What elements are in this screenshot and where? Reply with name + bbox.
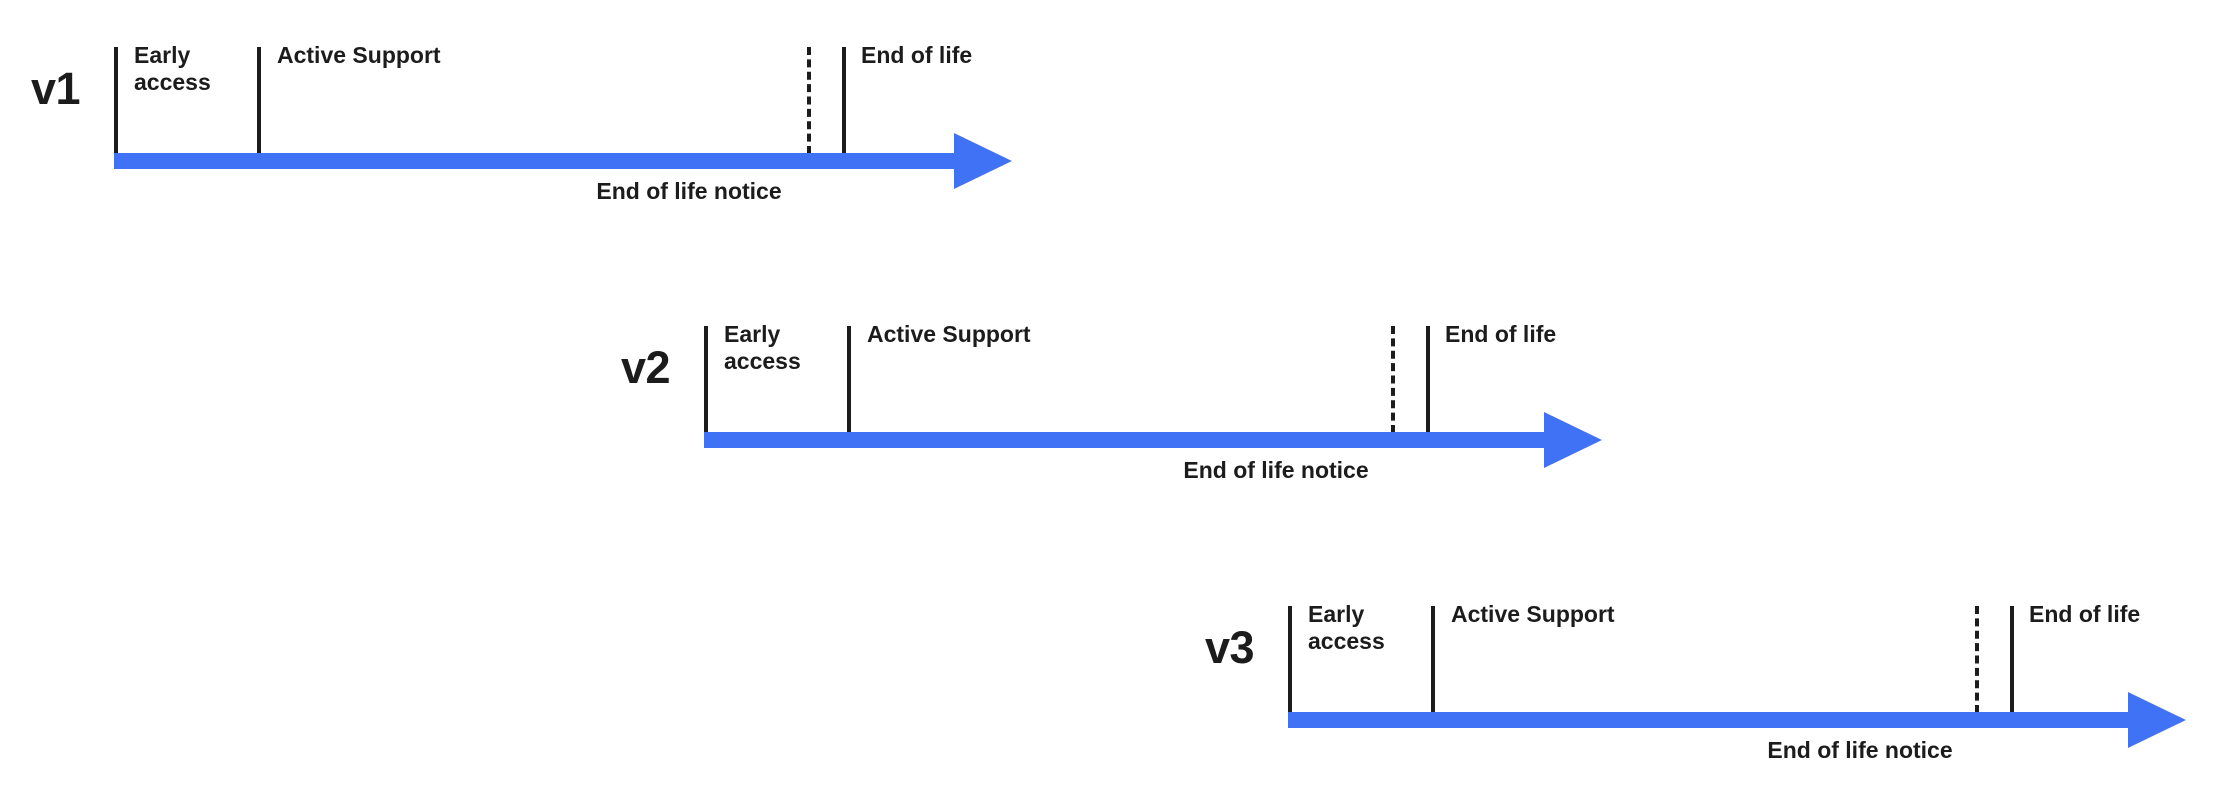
phase-divider-start-v1 bbox=[114, 47, 118, 154]
eol-notice-marker-v2 bbox=[1391, 326, 1395, 433]
eol-notice-label-v1: End of life notice bbox=[596, 178, 782, 204]
eol-notice-label-v3: End of life notice bbox=[1767, 737, 1953, 763]
phase-label-early-access-v3: Early access bbox=[1308, 601, 1385, 654]
phase-label-end-of-life-v2: End of life bbox=[1445, 321, 1557, 347]
version-label-v3: v3 bbox=[1205, 622, 1255, 673]
phase-divider-end-of-life-v3 bbox=[2010, 606, 2014, 713]
phase-divider-end-of-life-v1 bbox=[842, 47, 846, 154]
lifecycle-row-v1: v1 Early access Active Support End of li… bbox=[0, 0, 1060, 230]
eol-notice-marker-v1 bbox=[807, 47, 811, 154]
phase-label-end-of-life-v1: End of life bbox=[861, 42, 973, 68]
phase-label-end-of-life-v3: End of life bbox=[2029, 601, 2141, 627]
timeline-arrow-v3 bbox=[1288, 689, 2188, 751]
phase-label-active-support-v1: Active Support bbox=[277, 42, 441, 68]
phase-divider-end-of-life-v2 bbox=[1426, 326, 1430, 433]
lifecycle-row-v2: v2 Early access Active Support End of li… bbox=[590, 279, 1650, 509]
lifecycle-row-v3: v3 Early access Active Support End of li… bbox=[1174, 559, 2228, 789]
eol-notice-label-v2: End of life notice bbox=[1183, 457, 1369, 483]
phase-divider-active-support-v3 bbox=[1431, 606, 1435, 713]
version-label-v1: v1 bbox=[31, 63, 81, 114]
phase-label-early-access-v1: Early access bbox=[134, 42, 211, 95]
phase-divider-start-v2 bbox=[704, 326, 708, 433]
eol-notice-marker-v3 bbox=[1975, 606, 1979, 713]
phase-label-early-access-v2: Early access bbox=[724, 321, 801, 374]
phase-label-active-support-v3: Active Support bbox=[1451, 601, 1615, 627]
phase-divider-active-support-v2 bbox=[847, 326, 851, 433]
phase-divider-start-v3 bbox=[1288, 606, 1292, 713]
timeline-arrow-v1 bbox=[114, 130, 1014, 192]
phase-divider-active-support-v1 bbox=[257, 47, 261, 154]
phase-label-active-support-v2: Active Support bbox=[867, 321, 1031, 347]
version-label-v2: v2 bbox=[621, 342, 671, 393]
timeline-arrow-v2 bbox=[704, 409, 1604, 471]
